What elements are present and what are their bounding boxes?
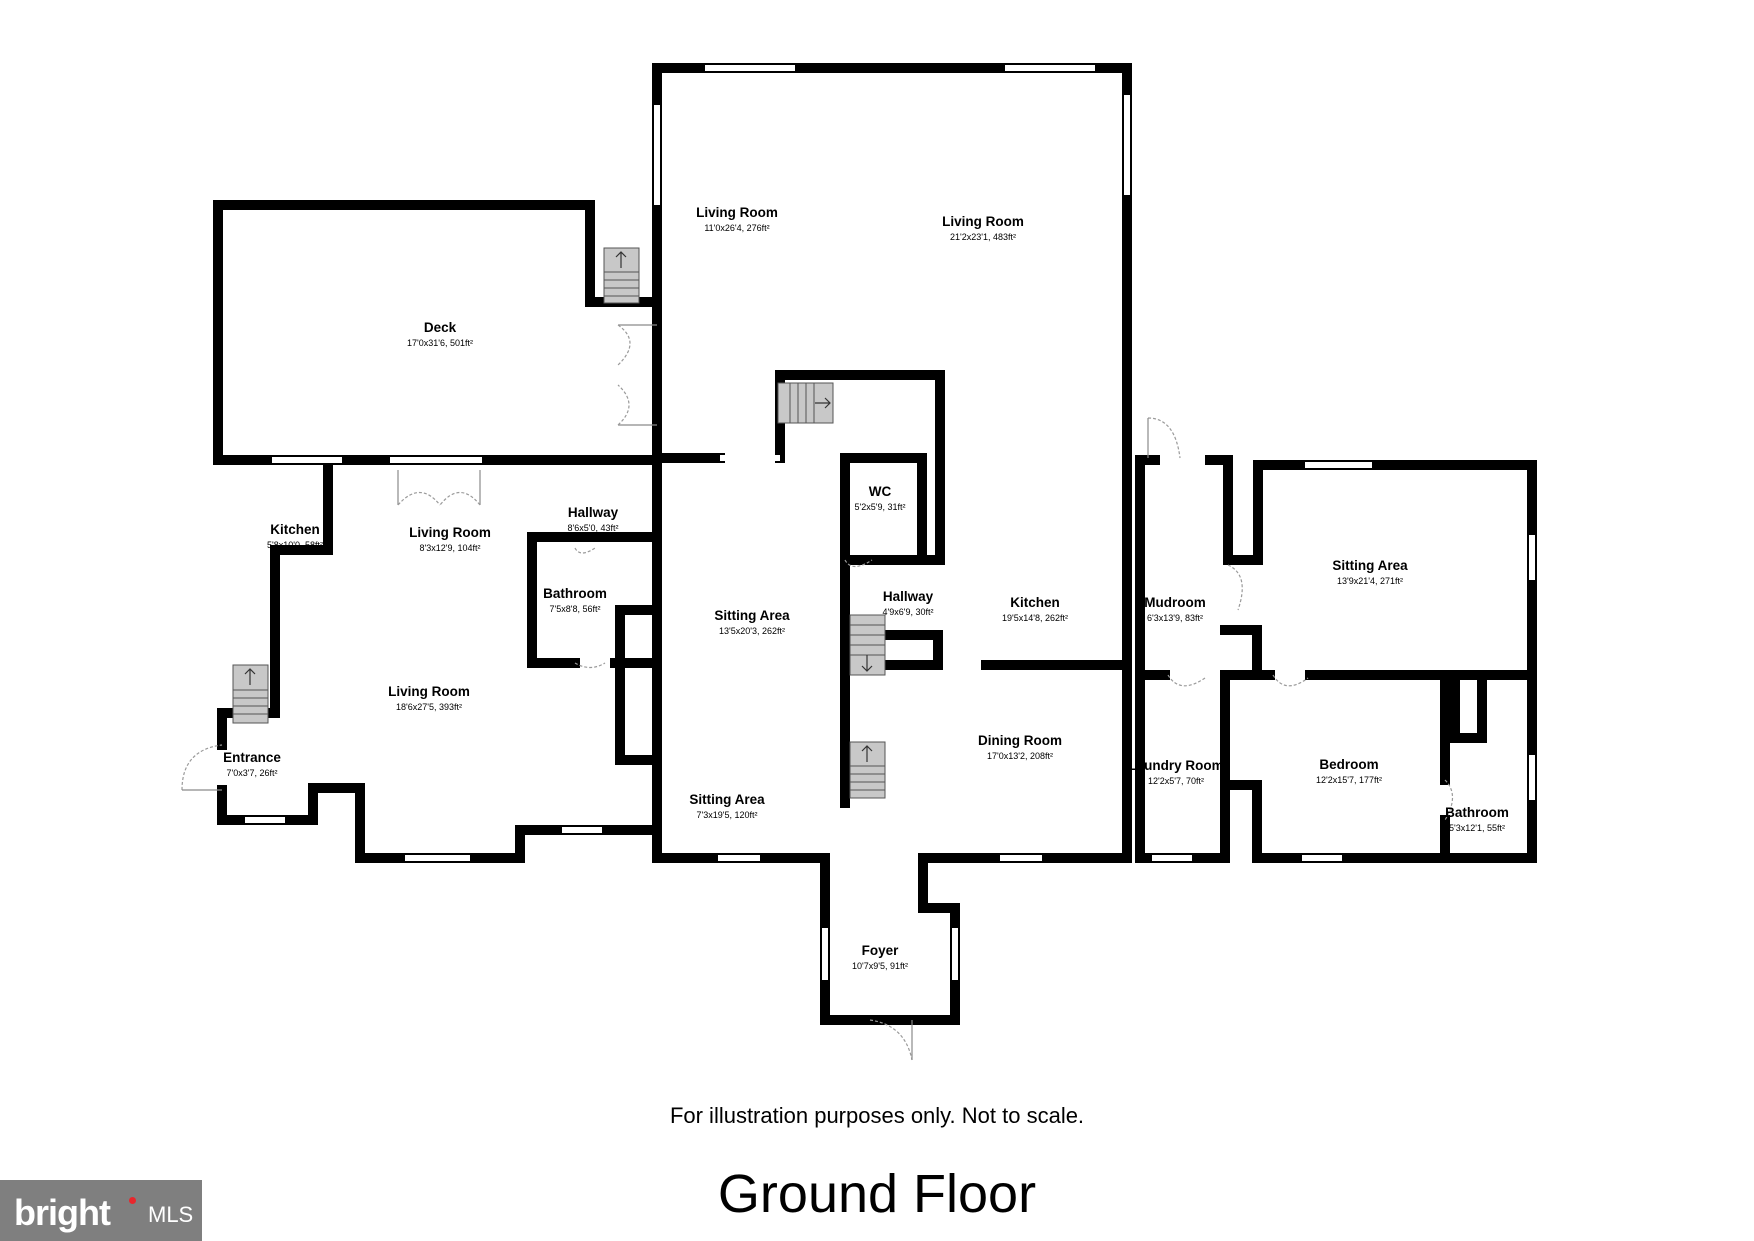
room-name: Laundry Room [1128,758,1223,773]
room-dims: 4'9x6'9, 30ft² [883,607,934,617]
bright-mls-watermark: bright MLS [0,1180,202,1241]
room-dims: 19'5x14'8, 262ft² [1002,613,1068,623]
windows [215,65,1535,980]
room-dims: 8'6x5'0, 43ft² [568,523,619,533]
room-dims: 12'2x5'7, 70ft² [1148,776,1204,786]
room-dims: 6'3x13'9, 83ft² [1147,613,1203,623]
room-name: Hallway [568,505,619,520]
watermark-dot-icon [129,1197,136,1204]
room-dims: 5'8x10'0, 58ft² [267,540,323,550]
watermark-suffix: MLS [148,1202,194,1227]
room-name: Sitting Area [1332,558,1408,573]
room-name: WC [869,484,892,499]
room-dims: 17'0x31'6, 501ft² [407,338,473,348]
room-dims: 18'6x27'5, 393ft² [396,702,462,712]
room-dims: 17'0x13'2, 208ft² [987,751,1053,761]
room-dims: 7'5x8'8, 56ft² [550,604,601,614]
doors [181,324,1454,1061]
room-name: Mudroom [1144,595,1206,610]
room-name: Bathroom [1445,805,1509,820]
room-dims: 12'2x15'7, 177ft² [1316,775,1382,785]
room-dims: 5'3x12'1, 55ft² [1449,823,1505,833]
watermark-word: bright [14,1192,111,1233]
room-dims: 21'2x23'1, 483ft² [950,232,1016,242]
room-dims: 5'2x5'9, 31ft² [855,502,906,512]
room-name: Sitting Area [689,792,765,807]
room-name: Living Room [942,214,1024,229]
room-dims: 10'7x9'5, 91ft² [852,961,908,971]
room-name: Entrance [223,750,281,765]
floor-title: Ground Floor [717,1164,1037,1224]
room-name: Hallway [883,589,934,604]
room-name: Living Room [388,684,470,699]
room-dims: 13'9x21'4, 271ft² [1337,576,1403,586]
room-name: Dining Room [978,733,1062,748]
room-dims: 13'5x20'3, 262ft² [719,626,785,636]
room-name: Bathroom [543,586,607,601]
room-name: Bedroom [1319,757,1378,772]
room-labels: Living Room 11'0x26'4, 276ft² Living Roo… [223,205,1509,971]
room-name: Kitchen [1010,595,1060,610]
room-name: Living Room [696,205,778,220]
room-dims: 7'3x19'5, 120ft² [697,810,758,820]
room-name: Living Room [409,525,491,540]
disclaimer-text: For illustration purposes only. Not to s… [669,1103,1085,1128]
room-dims: 7'0x3'7, 26ft² [227,768,278,778]
stairs [232,247,886,799]
room-name: Deck [424,320,457,335]
room-name: Kitchen [270,522,320,537]
room-name: Sitting Area [714,608,790,623]
room-name: Foyer [862,943,900,958]
walls [213,63,1537,1025]
room-dims: 11'0x26'4, 276ft² [704,223,769,233]
room-dims: 8'3x12'9, 104ft² [420,543,481,553]
